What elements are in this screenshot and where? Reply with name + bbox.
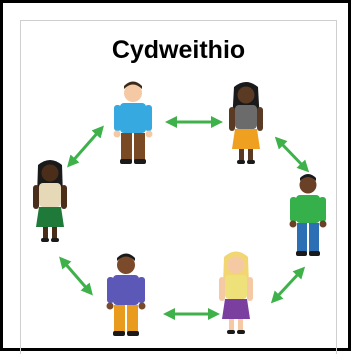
person-right <box>289 174 327 256</box>
arrow-bottom-right <box>270 266 306 304</box>
person-bottom-right <box>219 251 253 334</box>
arrows <box>59 116 310 320</box>
inner-frame <box>20 20 337 354</box>
person-left <box>33 160 67 242</box>
arrow-bottom-left <box>59 256 93 296</box>
arrow-top-left <box>67 125 104 168</box>
person-top-left <box>113 81 153 164</box>
person-top-right <box>229 82 263 164</box>
person-bottom-left <box>106 253 146 336</box>
collaboration-illustration <box>33 81 327 336</box>
arrow-top-right <box>274 136 310 173</box>
title: Cydweithio <box>111 36 246 64</box>
